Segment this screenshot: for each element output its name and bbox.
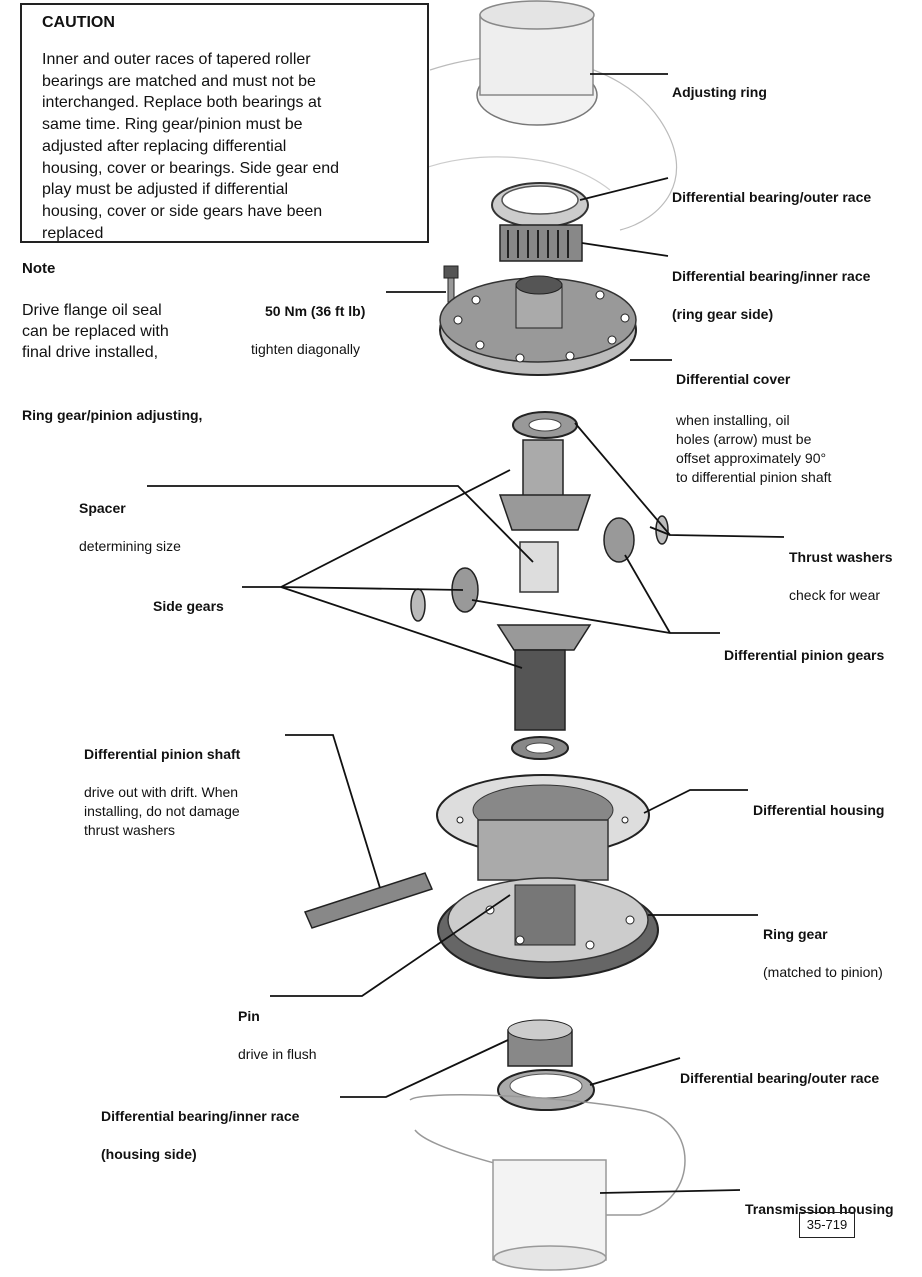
label-housing: Differential housing — [753, 802, 885, 818]
side-gear-bottom-part — [496, 624, 592, 760]
label-thrust-washers: Thrust washers check for wear — [789, 549, 893, 603]
bottom-bearing-part — [497, 1019, 595, 1111]
label-pin: Pin drive in flush — [238, 1008, 317, 1062]
label-transmission-housing: Transmission housing — [745, 1201, 894, 1217]
caution-title: CAUTION — [42, 14, 115, 31]
label-spacer: Spacer determining size — [79, 500, 181, 554]
adjusting-ring-part — [476, 0, 598, 126]
label-bearing-inner-bottom: Differential bearing/inner race (housing… — [101, 1108, 300, 1162]
bolt-part — [443, 265, 459, 303]
spacer-part — [519, 541, 559, 593]
label-ring-gear: Ring gear (matched to pinion) — [763, 926, 883, 980]
label-bearing-outer-top: Differential bearing/outer race — [672, 189, 872, 205]
ring-gear-note: Ring gear/pinion adjusting, — [22, 407, 203, 423]
figure-number: 35-719 — [799, 1212, 855, 1238]
note-body: Drive flange oil seal can be replaced wi… — [22, 302, 169, 361]
note-title: Note — [22, 260, 56, 277]
differential-housing-part — [436, 774, 659, 979]
pinion-gears-part — [410, 515, 669, 622]
transmission-housing-part — [409, 1094, 686, 1271]
label-bearing-inner-top: Differential bearing/inner race (ring ge… — [672, 268, 871, 322]
pinion-shaft-part — [303, 872, 434, 929]
side-gear-top-part — [498, 439, 592, 531]
label-cover-sub: when installing, oil holes (arrow) must … — [676, 412, 832, 485]
label-cover: Differential cover — [676, 371, 791, 387]
differential-cover-part — [439, 275, 637, 376]
caution-body: Inner and outer races of tapered roller … — [42, 51, 340, 242]
label-pinion-shaft: Differential pinion shaft drive out with… — [84, 746, 241, 838]
label-torque: 50 Nm (36 ft lb) tighten diagonally — [251, 303, 366, 357]
label-pinion-gears: Differential pinion gears — [724, 647, 885, 663]
caution-box: CAUTION Inner and outer races of tapered… — [20, 3, 429, 243]
label-side-gears: Side gears — [153, 598, 224, 614]
label-adjusting-ring: Adjusting ring — [672, 84, 767, 100]
top-bearing-part — [491, 182, 589, 262]
label-bearing-outer-bottom: Differential bearing/outer race — [680, 1070, 880, 1086]
